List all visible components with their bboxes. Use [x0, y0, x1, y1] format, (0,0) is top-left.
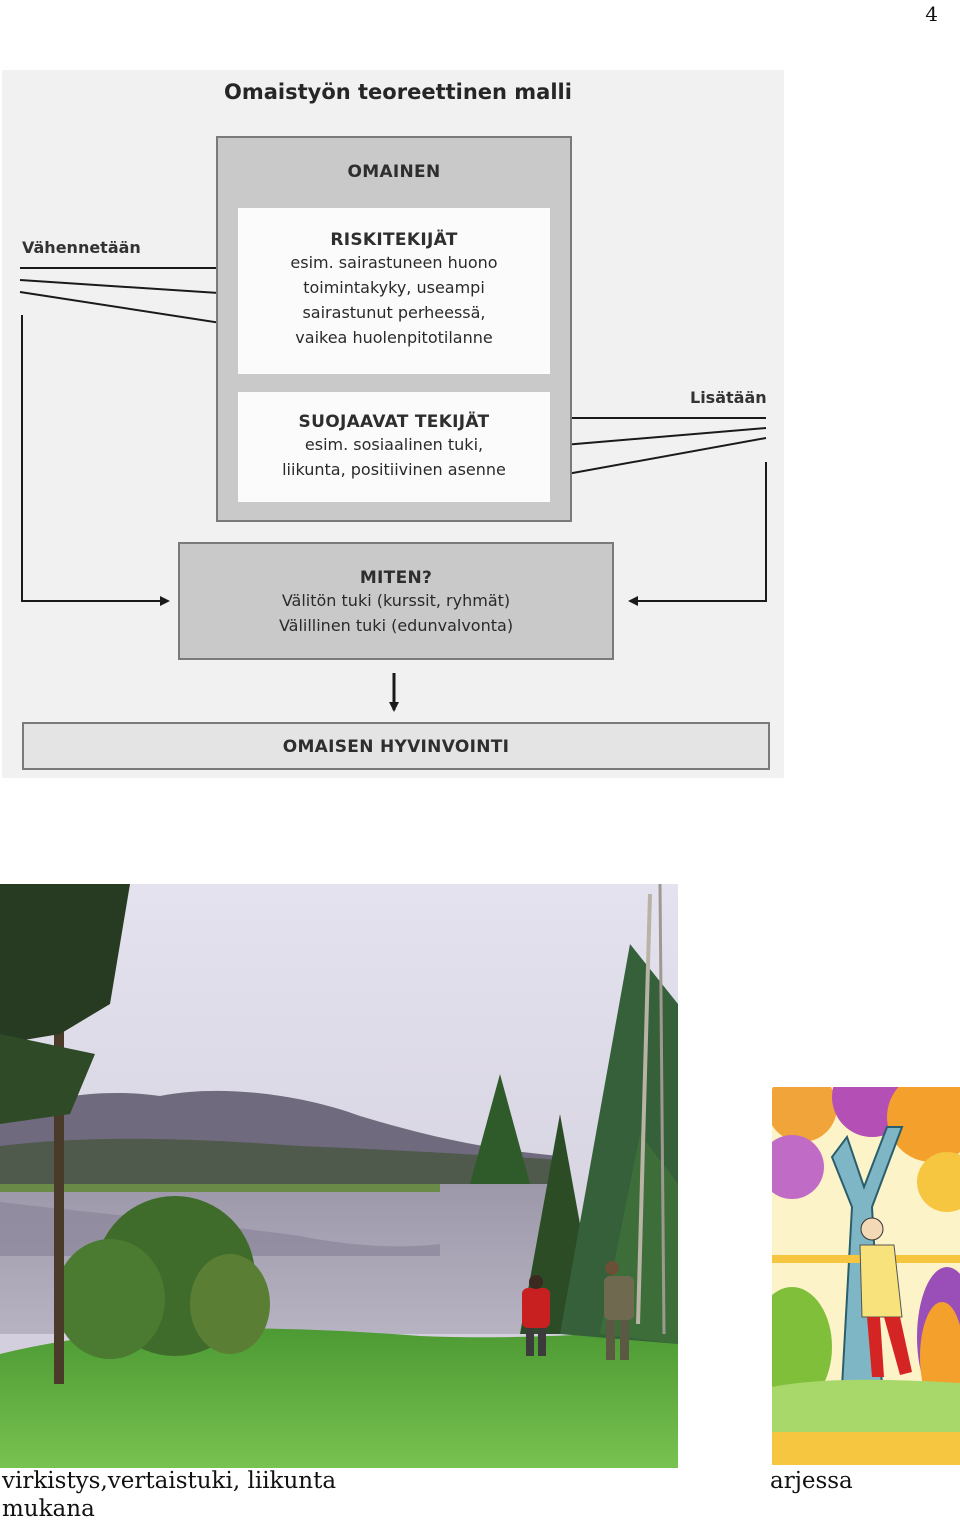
theory-model-diagram: Omaistyön teoreettinen malli OMAINEN RIS…: [2, 70, 784, 778]
relative-box-title: OMAINEN: [347, 162, 441, 182]
tree-hug-illustration: [772, 1087, 960, 1465]
left-caption-line-2: mukana: [2, 1496, 95, 1522]
lake-hiking-photo: [0, 884, 678, 1468]
add-label: Lisätään: [690, 388, 767, 407]
how-box-title: MITEN?: [359, 568, 433, 588]
right-caption: arjessa: [770, 1468, 853, 1494]
protective-factors-title: SUOJAAVAT TEKIJÄT: [298, 412, 490, 432]
protective-factors-line: liikunta, positiivinen asenne: [282, 460, 506, 479]
risk-factors-box: RISKITEKIJÄT esim. sairastuneen huono to…: [238, 208, 550, 374]
add-arrow-3: [532, 437, 767, 484]
diagram-title: Omaistyön teoreettinen malli: [224, 80, 572, 104]
left-to-how-arrow: [21, 315, 170, 606]
hiker-camo: [604, 1261, 634, 1360]
reduce-label: Vähennetään: [22, 238, 141, 257]
how-box: MITEN? Välitön tuki (kurssit, ryhmät) Vä…: [178, 542, 614, 660]
wellbeing-title: OMAISEN HYVINVOINTI: [282, 737, 510, 757]
diagram-arrows: [19, 263, 767, 712]
risk-factors-title: RISKITEKIJÄT: [330, 230, 458, 250]
page-number: 4: [925, 2, 938, 26]
right-to-how-arrow: [628, 462, 767, 606]
hiker-red: [522, 1275, 550, 1356]
risk-factors-line: esim. sairastuneen huono: [290, 253, 498, 272]
risk-factors-line: toimintakyky, useampi: [303, 278, 485, 297]
risk-factors-line: sairastunut perheessä,: [302, 303, 486, 322]
left-caption-line-1: virkistys,vertaistuki, liikunta: [2, 1468, 337, 1494]
how-box-line: Välitön tuki (kurssit, ryhmät): [281, 591, 511, 610]
protective-factors-line: esim. sosiaalinen tuki,: [304, 435, 484, 454]
protective-factors-box: SUOJAAVAT TEKIJÄT esim. sosiaalinen tuki…: [238, 392, 550, 502]
wellbeing-box: OMAISEN HYVINVOINTI: [22, 722, 770, 770]
risk-factors-line: vaikea huolenpitotilanne: [295, 328, 493, 347]
how-box-line: Välillinen tuki (edunvalvonta): [278, 616, 514, 635]
